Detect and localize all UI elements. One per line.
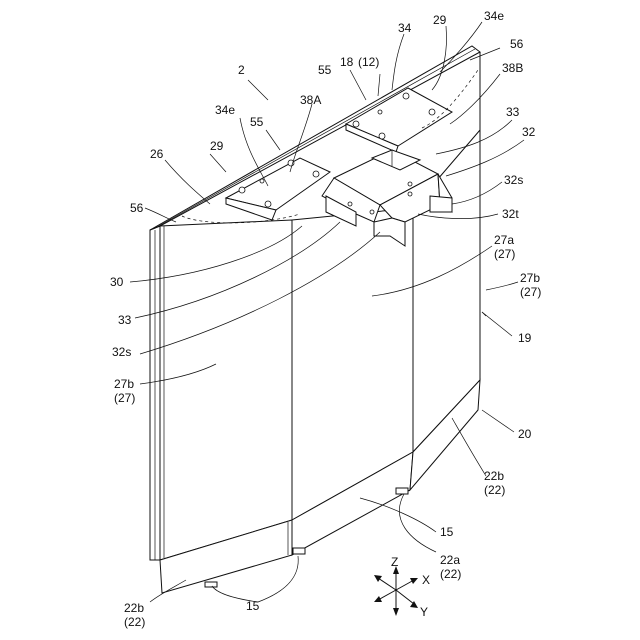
label-15-left: 15 [246,599,260,613]
label-2: 2 [238,63,245,77]
label-34e-right: 34e [484,9,504,23]
bracket-plate-left [182,158,330,223]
axis-indicator: Z X Y [374,555,430,619]
label-33-right: 33 [506,105,520,119]
label-12: (12) [358,55,379,69]
foot-left [205,582,217,587]
label-29-top: 29 [433,13,447,27]
label-27b-right-ref: (27) [520,285,541,299]
label-55-left: 55 [250,115,264,129]
label-55-top: 55 [318,63,332,77]
label-22a-ref: (22) [440,567,461,581]
label-38B: 38B [502,61,523,75]
axis-y-label: Y [420,605,428,619]
label-27a-ref: (27) [494,247,515,261]
label-26: 26 [150,147,164,161]
label-22b-left: 22b [124,601,144,615]
label-30: 30 [110,275,124,289]
label-56-right: 56 [510,37,524,51]
label-34: 34 [398,21,412,35]
label-22b-right-ref: (22) [484,483,505,497]
axis-z-label: Z [391,555,398,569]
label-27b-left: 27b [114,377,134,391]
label-32s-left: 32s [112,345,131,359]
label-27b-right: 27b [520,271,540,285]
label-38A: 38A [300,93,321,107]
label-34e-left: 34e [215,103,235,117]
foot-right [396,488,408,494]
label-22b-right: 22b [484,469,504,483]
label-22a: 22a [440,553,460,567]
label-27b-left-ref: (27) [114,391,135,405]
label-56-left: 56 [130,201,144,215]
label-19: 19 [518,331,532,345]
panel-27b-left [160,220,292,560]
axis-x-label: X [422,573,430,587]
label-15-right: 15 [440,525,454,539]
label-27a: 27a [494,233,514,247]
label-29-left: 29 [210,139,224,153]
label-22b-left-ref: (22) [124,615,145,629]
label-32s-right: 32s [504,173,523,187]
foot-middle [293,548,305,554]
label-33-left: 33 [118,313,132,327]
label-32t: 32t [502,207,519,221]
label-20: 20 [518,427,532,441]
label-32: 32 [522,125,536,139]
label-18: 18 [340,55,354,69]
